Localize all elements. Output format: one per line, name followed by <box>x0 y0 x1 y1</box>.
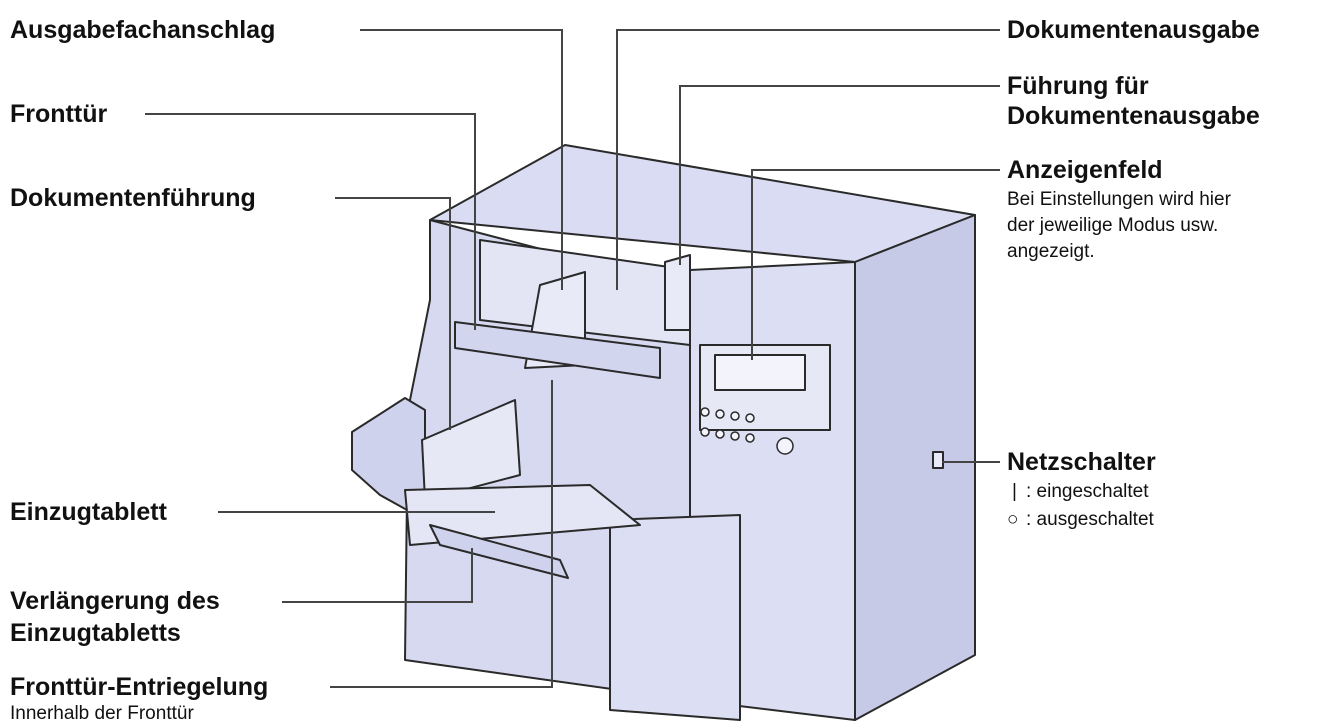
tray-extension <box>429 524 569 579</box>
panel-button <box>730 411 740 421</box>
leader-dokumentenfuehrung <box>335 197 451 430</box>
exit-guide-fin <box>664 254 691 331</box>
panel-button <box>745 413 755 423</box>
label-fuehrung-line1: Führung für <box>1007 72 1149 100</box>
label-dokumentenfuehrung: Dokumentenführung <box>10 184 256 212</box>
scanner-side-panel <box>854 214 976 721</box>
power-switch <box>932 451 944 469</box>
on-text: : eingeschaltet <box>1026 481 1149 502</box>
panel-button <box>715 429 725 439</box>
leader-entriegelung <box>330 380 553 688</box>
label-einzugtablett: Einzugtablett <box>10 498 167 526</box>
panel-button <box>745 433 755 443</box>
document-guide <box>421 399 521 501</box>
label-anzeigenfeld: Anzeigenfeld <box>1007 156 1163 184</box>
label-entriegelung-note: Innerhalb der Fronttür <box>10 703 194 724</box>
front-door-bar <box>454 321 661 379</box>
label-dokumentenausgabe: Dokumentenausgabe <box>1007 16 1260 44</box>
panel-button <box>700 407 710 417</box>
label-netzschalter: Netzschalter <box>1007 448 1156 476</box>
on-symbol: | <box>1012 481 1017 502</box>
anzeigenfeld-desc-line2: der jeweilige Modus usw. <box>1007 215 1219 236</box>
label-fuehrung-line2: Dokumentenausgabe <box>1007 102 1260 130</box>
label-fronttuer: Fronttür <box>10 100 108 128</box>
label-entriegelung: Fronttür-Entriegelung <box>10 673 269 701</box>
leader-dokumentenausgabe <box>616 29 1000 290</box>
label-verlaengerung-line1: Verlängerung des <box>10 587 220 615</box>
leader-lines <box>145 29 1000 688</box>
leader-fronttuer <box>145 113 476 330</box>
leader-verlaengerung <box>282 548 473 603</box>
leader-fuehrung <box>679 85 1000 265</box>
off-symbol: ○ <box>1007 509 1019 530</box>
label-ausgabefachanschlag: Ausgabefachanschlag <box>10 16 276 44</box>
anzeigenfeld-desc-line1: Bei Einstellungen wird hier <box>1007 189 1231 210</box>
panel-button <box>700 427 710 437</box>
panel-button <box>715 409 725 419</box>
feed-tray <box>404 484 641 546</box>
leader-anzeigenfeld <box>751 169 1000 360</box>
label-verlaengerung-line2: Einzugtabletts <box>10 619 181 647</box>
off-text: : ausgeschaltet <box>1026 509 1154 530</box>
display-screen <box>714 354 806 391</box>
leader-ausgabefachanschlag <box>360 29 563 290</box>
panel-button <box>730 431 740 441</box>
anzeigenfeld-desc-line3: angezeigt. <box>1007 241 1095 262</box>
panel-big-button <box>776 437 794 455</box>
front-lower-block <box>609 514 741 721</box>
